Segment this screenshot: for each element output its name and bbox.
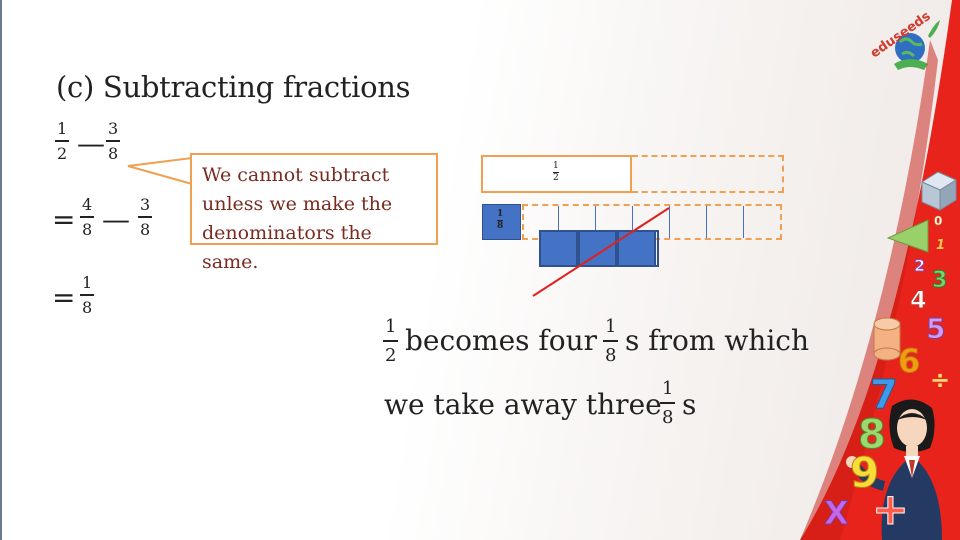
triangle-icon (886, 219, 929, 253)
decor-numeral-1: 1 (936, 238, 946, 253)
eduseeds-logo: eduseeds (868, 9, 940, 70)
denominator: 8 (82, 298, 93, 317)
explanation-text: s (682, 388, 697, 421)
numerator: 3 (140, 195, 151, 214)
minus-sign: — (77, 127, 105, 160)
fraction-three-eighths: 3 8 (138, 195, 153, 239)
strike-line (532, 207, 670, 297)
half-bar (481, 155, 632, 193)
explanation-text: becomes four (405, 324, 598, 357)
explanation-text: s from which (625, 324, 809, 357)
eighth-divider (669, 206, 670, 238)
numerator: 1 (57, 119, 68, 138)
eighth-divider (743, 206, 744, 238)
eighth-divider (595, 206, 596, 238)
numerator: 3 (108, 119, 119, 138)
numerator: 4 (82, 195, 93, 214)
numerator: 1 (605, 316, 617, 337)
denominator: 8 (497, 221, 504, 231)
numerator: 1 (385, 316, 397, 337)
numerator: 1 (553, 161, 559, 171)
fraction-bar (80, 216, 95, 218)
explanation-text: we take away three (384, 388, 662, 421)
fraction-one-eighth: 1 8 (603, 316, 619, 366)
half-bar-label: 1 2 (553, 162, 559, 183)
fraction-bar (55, 140, 70, 142)
numerator: 1 (82, 273, 93, 292)
slide-title: (c) Subtracting fractions (56, 70, 411, 104)
callout-line: unless we make the (202, 193, 393, 215)
denominator: 8 (662, 407, 674, 428)
fraction-one-eighth: 1 8 (80, 273, 95, 317)
fraction-bar (660, 402, 676, 404)
denominator: 2 (57, 144, 68, 163)
denominator: 8 (140, 220, 151, 239)
half-bar-remainder (632, 155, 784, 193)
decor-numeral-0: 0 (934, 214, 943, 229)
minus-sign: — (102, 203, 130, 236)
numerator: 1 (497, 209, 504, 219)
fraction-one-half: 1 2 (55, 119, 70, 163)
callout-line: We cannot subtract (202, 164, 390, 186)
cube-icon (920, 171, 958, 211)
fraction-one-half: 1 2 (383, 316, 399, 366)
fraction-four-eighths: 4 8 (80, 195, 95, 239)
equals-sign: = (52, 281, 76, 314)
denominator: 2 (553, 173, 559, 183)
plus-sign-icon: + (872, 484, 910, 536)
denominator: 8 (605, 345, 617, 366)
denominator: 2 (385, 345, 397, 366)
fraction-one-eighth: 1 8 (660, 378, 676, 428)
eighth-divider (706, 206, 707, 238)
decor-numeral-8: 8 (858, 412, 887, 459)
decor-numeral-5: 5 (925, 312, 946, 346)
fraction-bar (603, 340, 619, 342)
numerator: 1 (662, 378, 674, 399)
denominator: 8 (108, 144, 119, 163)
fraction-bar (553, 172, 559, 173)
callout-pointer (127, 156, 194, 186)
decor-numeral-4: 4 (910, 286, 928, 315)
callout-box: We cannot subtract unless we make the de… (190, 153, 438, 273)
fraction-bar (497, 220, 504, 221)
decor-numeral-7: 7 (870, 372, 899, 419)
fraction-three-eighths: 3 8 (106, 119, 121, 163)
eighth-divider (632, 206, 633, 238)
fraction-bar (383, 340, 399, 342)
fraction-bar (106, 140, 121, 142)
callout-line: denominators the same. (202, 222, 372, 273)
multiply-sign-icon: X (824, 494, 850, 533)
eighth-unit-box (482, 204, 521, 240)
decor-numeral-2: 2 (913, 256, 926, 276)
eighth-divider (558, 206, 559, 238)
fraction-bar (80, 294, 95, 296)
decor-numeral-3: 3 (931, 268, 948, 294)
left-border (0, 0, 2, 540)
decor-numeral-9: 9 (849, 448, 880, 498)
equals-sign: = (52, 203, 76, 236)
eighth-piece (539, 230, 578, 267)
fraction-bar (138, 216, 153, 218)
cylinder-icon (873, 317, 901, 361)
divide-sign-icon: ÷ (930, 366, 951, 394)
removed-pieces-outline (539, 230, 659, 267)
eighth-unit-label: 1 8 (497, 209, 504, 231)
denominator: 8 (82, 220, 93, 239)
decor-numeral-6: 6 (897, 342, 921, 381)
